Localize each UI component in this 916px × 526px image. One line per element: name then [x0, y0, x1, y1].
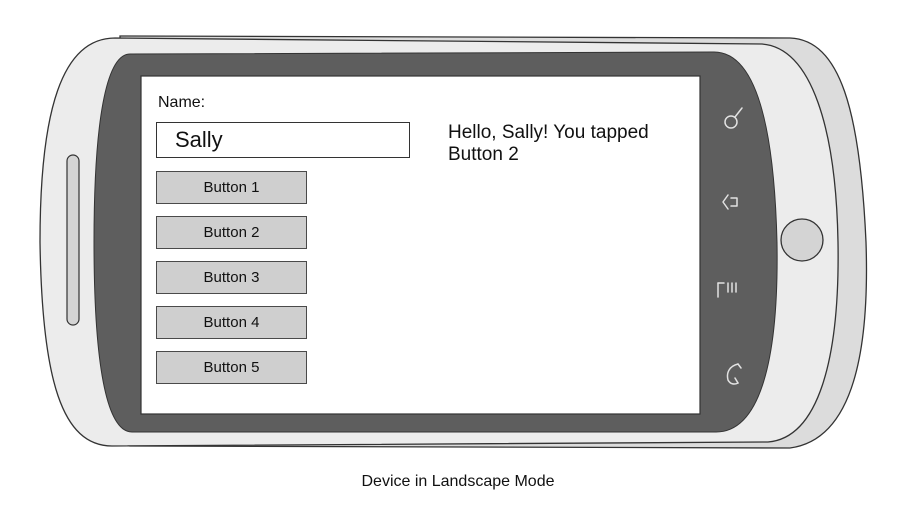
menu-icon[interactable]: [717, 282, 737, 298]
greeting-message: Hello, Sally! You tapped Button 2: [448, 122, 649, 165]
search-icon[interactable]: [724, 107, 743, 129]
button-1[interactable]: Button 1: [156, 171, 307, 204]
app-screen: Name: Button 1 Button 2 Button 3 Button …: [142, 77, 699, 413]
name-input[interactable]: [156, 122, 410, 158]
button-3[interactable]: Button 3: [156, 261, 307, 294]
figure-caption: Device in Landscape Mode: [361, 473, 555, 490]
volume-button[interactable]: [66, 154, 80, 326]
back-icon[interactable]: [722, 194, 738, 210]
button-4[interactable]: Button 4: [156, 306, 307, 339]
button-5[interactable]: Button 5: [156, 351, 307, 384]
trackball-button[interactable]: [780, 218, 824, 262]
call-icon[interactable]: [726, 363, 742, 385]
button-2[interactable]: Button 2: [156, 216, 307, 249]
name-label: Name:: [158, 94, 206, 111]
